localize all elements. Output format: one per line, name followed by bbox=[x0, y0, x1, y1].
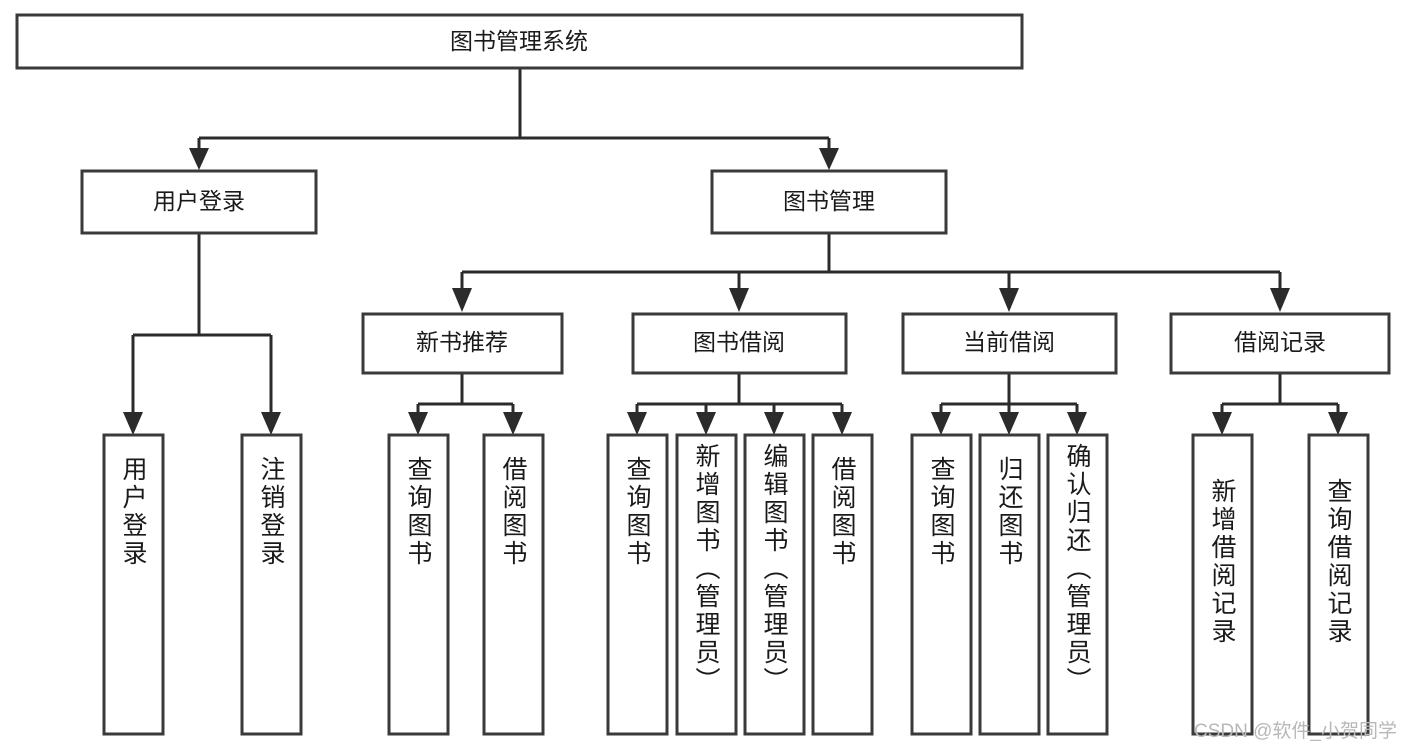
node-new-book-recommend[interactable]: 新书推荐 bbox=[361, 312, 564, 375]
node-user-login-label: 用户登录 bbox=[153, 188, 245, 214]
node-book-borrow-label: 图书借阅 bbox=[693, 329, 785, 355]
node-leaf-add-record-box[interactable] bbox=[1191, 433, 1254, 736]
arrow-book-borrow-leaf-4 bbox=[832, 412, 852, 435]
connector-layer bbox=[123, 68, 1348, 435]
arrow-borrow-record-leaf-1 bbox=[1212, 412, 1232, 435]
arrow-bm-to-new-book bbox=[452, 288, 472, 312]
node-current-borrow-box[interactable] bbox=[901, 312, 1118, 375]
node-leaf-edit-book-label: 编辑图书（管理员） bbox=[760, 443, 789, 695]
arrow-bm-to-book-borrow bbox=[729, 288, 749, 312]
node-leaf-query-book-3-box[interactable] bbox=[910, 433, 973, 736]
node-leaf-edit-book[interactable]: 编辑图书（管理员） bbox=[743, 433, 806, 736]
arrow-book-borrow-leaf-1 bbox=[627, 412, 647, 435]
node-current-borrow[interactable]: 当前借阅 bbox=[901, 312, 1118, 375]
node-leaf-confirm-return-label: 确认归还（管理员） bbox=[1063, 443, 1092, 695]
node-leaf-query-book-3-label: 查询图书 bbox=[927, 456, 956, 568]
node-leaf-add-book[interactable]: 新增图书（管理员） bbox=[675, 433, 738, 736]
arrow-current-borrow-leaf-3 bbox=[1067, 412, 1087, 435]
node-leaf-confirm-return-box[interactable] bbox=[1046, 433, 1109, 736]
node-leaf-query-book-1[interactable]: 查询图书 bbox=[387, 433, 450, 736]
node-leaf-query-book-1-label: 查询图书 bbox=[404, 456, 433, 568]
node-leaf-add-book-box[interactable] bbox=[675, 433, 738, 736]
arrow-new-book-leaf-2 bbox=[503, 412, 523, 435]
node-leaf-add-record[interactable]: 新增借阅记录 bbox=[1191, 433, 1254, 736]
node-leaf-query-book-2-box[interactable] bbox=[606, 433, 669, 736]
node-leaf-borrow-book-1-box[interactable] bbox=[482, 433, 545, 736]
node-leaf-user-login-label: 用户登录 bbox=[119, 456, 148, 568]
node-borrow-record[interactable]: 借阅记录 bbox=[1169, 312, 1391, 375]
arrow-new-book-leaf-1 bbox=[408, 412, 428, 435]
arrow-borrow-record-leaf-2 bbox=[1328, 412, 1348, 435]
node-root[interactable]: 图书管理系统 bbox=[15, 13, 1024, 70]
node-leaf-logout-box[interactable] bbox=[240, 433, 303, 736]
node-leaf-borrow-book-1[interactable]: 借阅图书 bbox=[482, 433, 545, 736]
node-leaf-return-book-box[interactable] bbox=[978, 433, 1041, 736]
arrow-book-borrow-leaf-2 bbox=[696, 412, 716, 435]
node-root-box[interactable] bbox=[15, 13, 1024, 70]
arrow-user-login-leaf-1 bbox=[123, 412, 143, 435]
node-leaf-query-book-1-box[interactable] bbox=[387, 433, 450, 736]
node-user-login[interactable]: 用户登录 bbox=[80, 169, 318, 235]
arrow-current-borrow-leaf-2 bbox=[999, 412, 1019, 435]
node-leaf-user-login-box[interactable] bbox=[102, 433, 165, 736]
node-leaf-borrow-book-2-label: 借阅图书 bbox=[828, 456, 857, 568]
node-leaf-add-book-label: 新增图书（管理员） bbox=[692, 443, 721, 695]
node-leaf-borrow-book-2[interactable]: 借阅图书 bbox=[811, 433, 874, 736]
node-new-book-recommend-label: 新书推荐 bbox=[416, 329, 508, 355]
arrow-root-to-user-login bbox=[189, 148, 209, 170]
node-book-management[interactable]: 图书管理 bbox=[710, 169, 948, 235]
arrow-bm-to-borrow-record bbox=[1270, 288, 1290, 312]
node-leaf-query-record-label: 查询借阅记录 bbox=[1324, 478, 1353, 646]
node-leaf-logout-label: 注销登录 bbox=[257, 456, 286, 568]
node-leaf-return-book-label: 归还图书 bbox=[995, 456, 1024, 568]
node-book-borrow[interactable]: 图书借阅 bbox=[631, 312, 848, 375]
node-leaf-query-book-3[interactable]: 查询图书 bbox=[910, 433, 973, 736]
node-leaf-query-book-2[interactable]: 查询图书 bbox=[606, 433, 669, 736]
node-leaf-confirm-return[interactable]: 确认归还（管理员） bbox=[1046, 433, 1109, 736]
node-leaf-borrow-book-2-box[interactable] bbox=[811, 433, 874, 736]
node-leaf-query-record[interactable]: 查询借阅记录 bbox=[1307, 433, 1370, 736]
arrow-user-login-leaf-2 bbox=[261, 412, 281, 435]
node-leaf-logout[interactable]: 注销登录 bbox=[240, 433, 303, 736]
arrow-bm-to-current-borrow bbox=[999, 288, 1019, 312]
node-leaf-query-record-box[interactable] bbox=[1307, 433, 1370, 736]
node-book-management-box[interactable] bbox=[710, 169, 948, 235]
node-borrow-record-label: 借阅记录 bbox=[1234, 329, 1326, 355]
node-leaf-user-login[interactable]: 用户登录 bbox=[102, 433, 165, 736]
node-borrow-record-box[interactable] bbox=[1169, 312, 1391, 375]
arrow-book-borrow-leaf-3 bbox=[764, 412, 784, 435]
node-leaf-return-book[interactable]: 归还图书 bbox=[978, 433, 1041, 736]
node-book-management-label: 图书管理 bbox=[783, 188, 875, 214]
node-leaf-add-record-label: 新增借阅记录 bbox=[1208, 478, 1237, 646]
node-leaf-borrow-book-1-label: 借阅图书 bbox=[499, 456, 528, 568]
node-leaf-query-book-2-label: 查询图书 bbox=[623, 456, 652, 568]
node-root-label: 图书管理系统 bbox=[450, 28, 588, 54]
arrow-root-to-book-management bbox=[819, 148, 839, 170]
node-user-login-box[interactable] bbox=[80, 169, 318, 235]
arrow-current-borrow-leaf-1 bbox=[931, 412, 951, 435]
node-current-borrow-label: 当前借阅 bbox=[963, 329, 1055, 355]
node-leaf-edit-book-box[interactable] bbox=[743, 433, 806, 736]
node-new-book-recommend-box[interactable] bbox=[361, 312, 564, 375]
node-book-borrow-box[interactable] bbox=[631, 312, 848, 375]
